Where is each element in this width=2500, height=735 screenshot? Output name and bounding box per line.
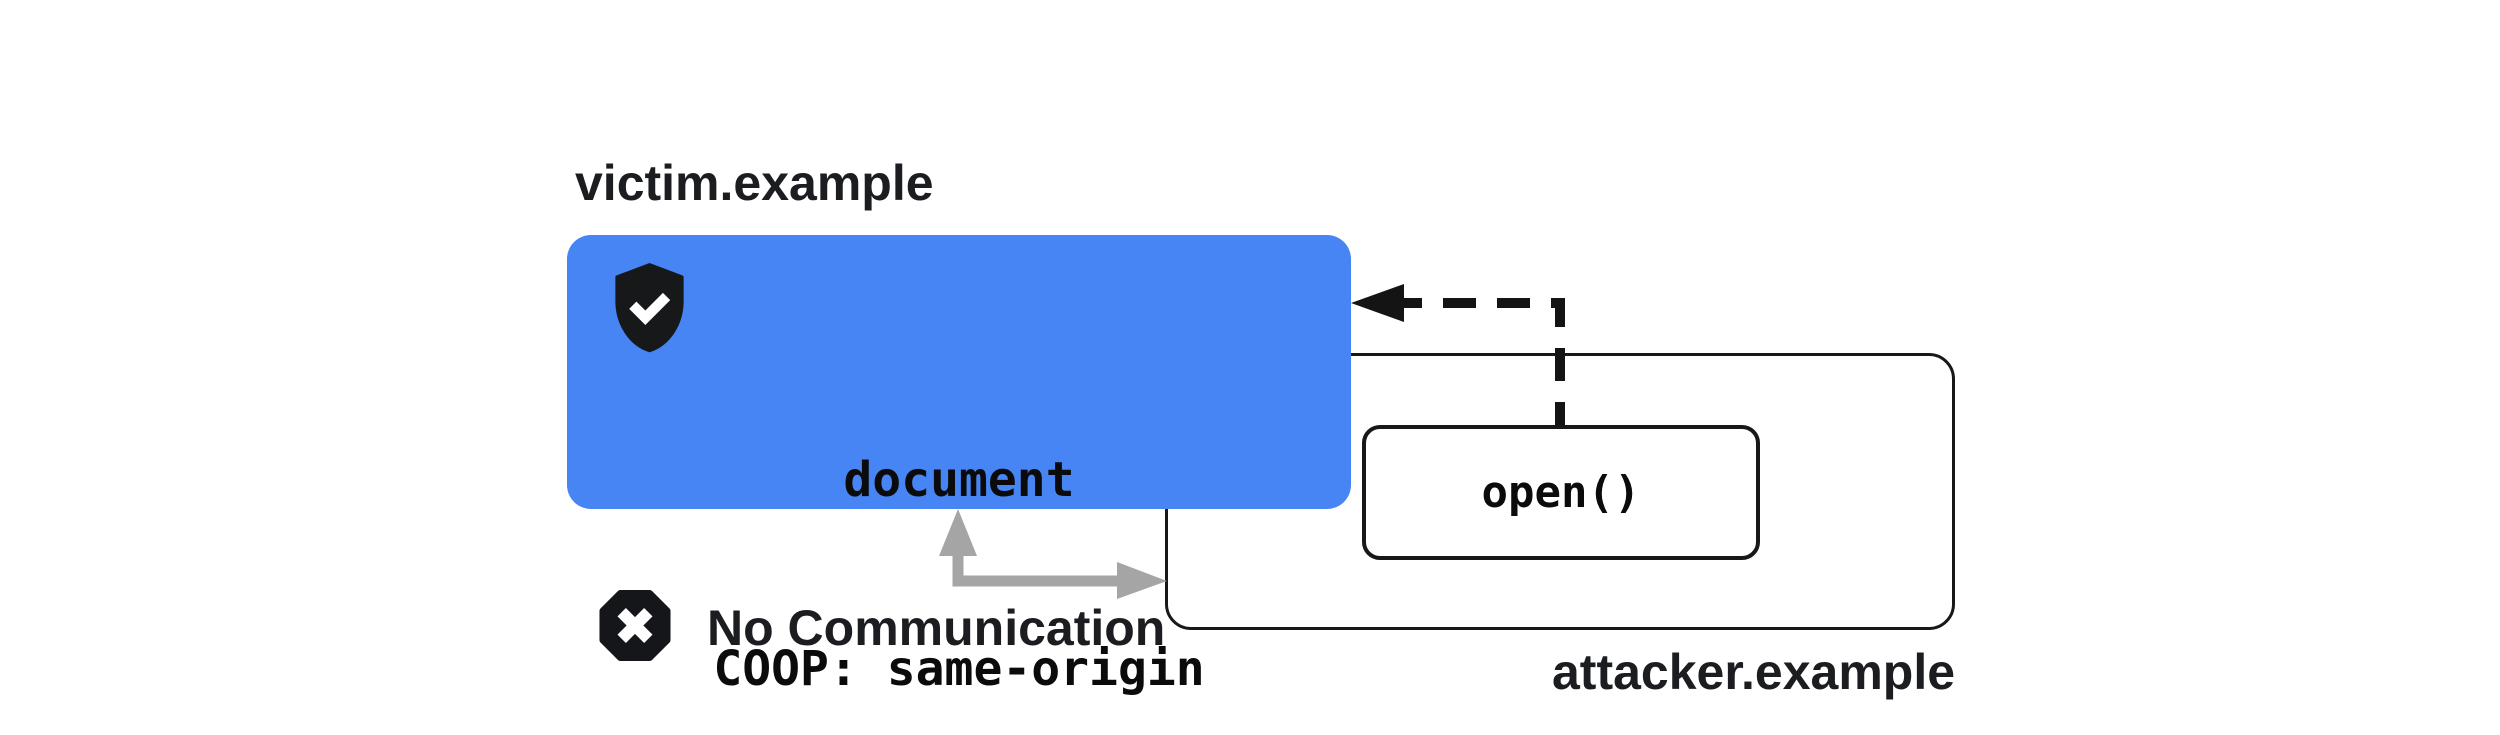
attacker-domain-label: attacker.example [1552,644,1956,700]
open-call-label: open() [1481,467,1641,518]
opener-arrowhead-left-icon [1351,284,1404,322]
victim-document-label: document [843,452,1075,508]
open-call-box: open() [1362,425,1760,560]
victim-coop-policy-label: COOP: same-origin [713,641,1205,697]
blocked-x-octagon-icon [599,589,671,662]
opener-arrow-tail [1402,298,1414,308]
victim-domain-label: victim.example [575,155,934,211]
shield-check-icon [615,263,684,353]
no-communication-label: No Communication [707,600,1166,656]
victim-document-box: document COOP: same-origin [567,235,1351,697]
